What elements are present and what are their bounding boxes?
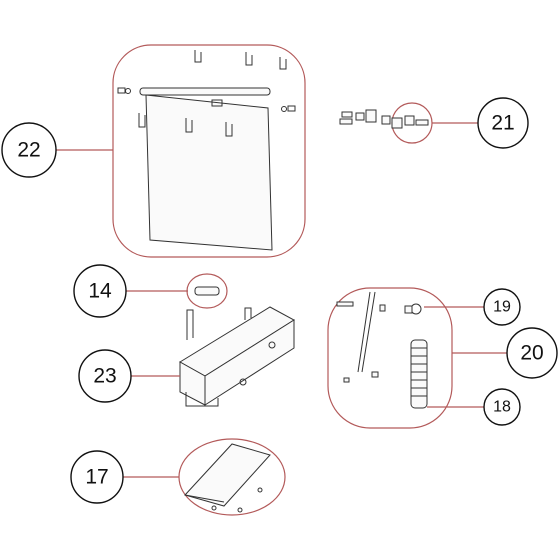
frame-handle	[185, 392, 219, 407]
frame-upright-2	[244, 307, 252, 320]
frame-hole-2	[268, 341, 276, 349]
screw-lower-2	[343, 377, 350, 383]
callout-bubble-23	[78, 349, 132, 403]
hinge-tab	[211, 99, 223, 107]
nut-strut	[379, 304, 386, 312]
plate-screw-2	[237, 507, 243, 513]
bracket-top-3	[279, 57, 287, 70]
bolt-strut	[336, 301, 354, 307]
callout-bubble-17	[70, 450, 124, 504]
callout-label-18: 18	[493, 399, 511, 416]
base-plate-edge	[184, 494, 225, 503]
part-group-14: 14	[73, 264, 228, 318]
fitting-5	[381, 115, 391, 125]
frame-side	[204, 319, 295, 406]
part-group-22: 22	[1, 44, 306, 258]
rod	[139, 87, 271, 96]
screw-lower	[371, 371, 379, 378]
eye-bolt-nut	[404, 305, 413, 314]
panel	[145, 94, 273, 251]
callout-label-22: 22	[17, 139, 40, 162]
fitting-7	[404, 115, 415, 126]
bracket-panel-2	[185, 118, 193, 133]
part-group-17: 17	[70, 438, 286, 516]
fitting-1	[341, 111, 353, 118]
fitting-6	[391, 117, 403, 129]
callout-bubble-19	[483, 288, 521, 326]
callout-label-17: 17	[85, 466, 108, 489]
group-outline-22	[112, 44, 306, 258]
pin	[194, 286, 220, 296]
callout-label-21: 21	[491, 112, 514, 135]
part-group-21: 21	[339, 97, 529, 149]
rod-end-left	[125, 88, 131, 94]
callout-label-20: 20	[520, 342, 543, 365]
plate-screw-1	[211, 505, 217, 511]
part-group-20: 19 20 18	[327, 287, 558, 429]
bracket-panel-1	[138, 113, 146, 128]
callout-bubble-14	[73, 264, 127, 318]
callout-label-14: 14	[88, 280, 112, 303]
strut	[357, 291, 371, 373]
bracket-top-2	[245, 52, 253, 66]
callout-label-23: 23	[93, 365, 116, 388]
callout-label-19: 19	[493, 299, 511, 316]
frame-upright	[186, 309, 194, 340]
spring	[410, 339, 428, 409]
bolt-left	[117, 87, 126, 94]
fitting-4	[365, 109, 377, 123]
callout-bubble-18	[483, 388, 521, 426]
frame-hole-1	[239, 378, 247, 386]
part-group-23: 23	[78, 306, 295, 407]
strut-edge	[361, 291, 376, 373]
bracket-top-1	[194, 50, 202, 63]
plate-screw-3	[257, 487, 263, 493]
callout-bubble-22	[1, 122, 57, 178]
base-plate	[184, 443, 271, 507]
fitting-8	[415, 119, 429, 126]
callout-bubble-21	[477, 97, 529, 149]
bracket-panel-3	[225, 122, 233, 137]
bolt-right	[287, 105, 296, 112]
rod-end-right	[281, 106, 287, 112]
fitting-3	[355, 112, 365, 121]
group-outline-20	[327, 287, 453, 429]
callout-bubble-20	[506, 327, 558, 379]
fitting-2	[339, 118, 353, 125]
spring-coils	[411, 347, 427, 397]
